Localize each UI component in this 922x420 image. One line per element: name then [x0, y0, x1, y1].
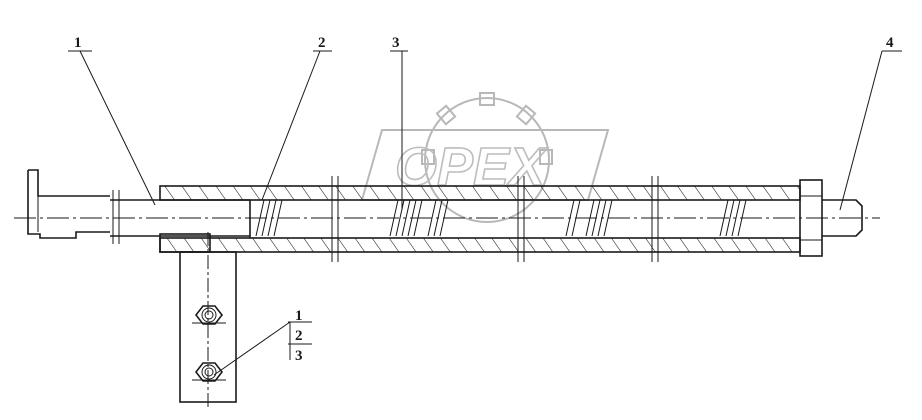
spring-section-1	[255, 199, 283, 237]
watermark-logo: OPEX	[360, 92, 610, 223]
stack-callout-1: 1	[295, 308, 303, 324]
mounting-bracket	[159, 232, 237, 408]
tube-part-2	[159, 176, 801, 262]
callout-4: 4	[886, 35, 894, 51]
stack-callout-2: 2	[295, 328, 303, 344]
stack-callout-3: 3	[295, 348, 303, 364]
callout-3: 3	[392, 35, 400, 51]
end-nut-part-4	[799, 179, 863, 257]
spring-section-3	[565, 199, 613, 237]
rod-end-handle	[27, 169, 110, 239]
spring-section-2	[389, 199, 449, 237]
callout-2: 2	[318, 35, 326, 51]
bracket-nut-upper	[192, 305, 226, 325]
spring-section-4	[719, 199, 747, 237]
spring-part-3	[255, 199, 747, 237]
leader-lines	[68, 50, 902, 376]
bracket-nut-lower	[192, 362, 226, 382]
callout-1: 1	[74, 35, 82, 51]
